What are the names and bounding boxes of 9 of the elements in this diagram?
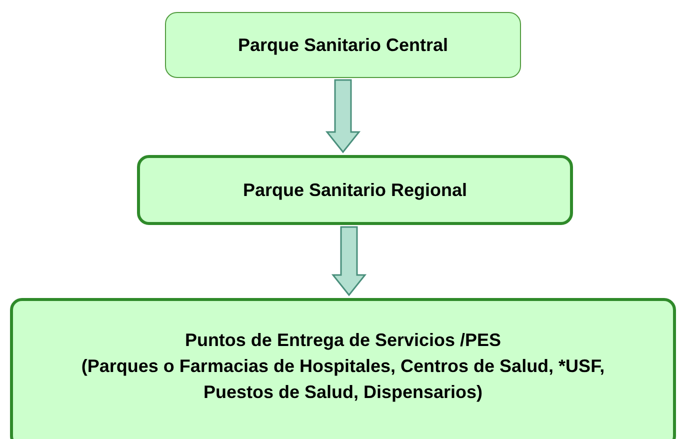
box-title: Parque Sanitario Central xyxy=(238,34,448,57)
block-arrow xyxy=(325,79,361,154)
process-box xyxy=(165,12,521,78)
box-text: (Parques o Farmacias de Hospitales, Centros de Salud, *USF, Puestos de Salud, Dispensarios) xyxy=(80,354,606,404)
process-box xyxy=(137,155,573,225)
box-title: Parque Sanitario Regional xyxy=(242,178,468,202)
block-arrow xyxy=(331,226,367,296)
box-title: Puntos de Entrega de Servicios /PES xyxy=(184,328,502,352)
process-box xyxy=(10,298,676,439)
